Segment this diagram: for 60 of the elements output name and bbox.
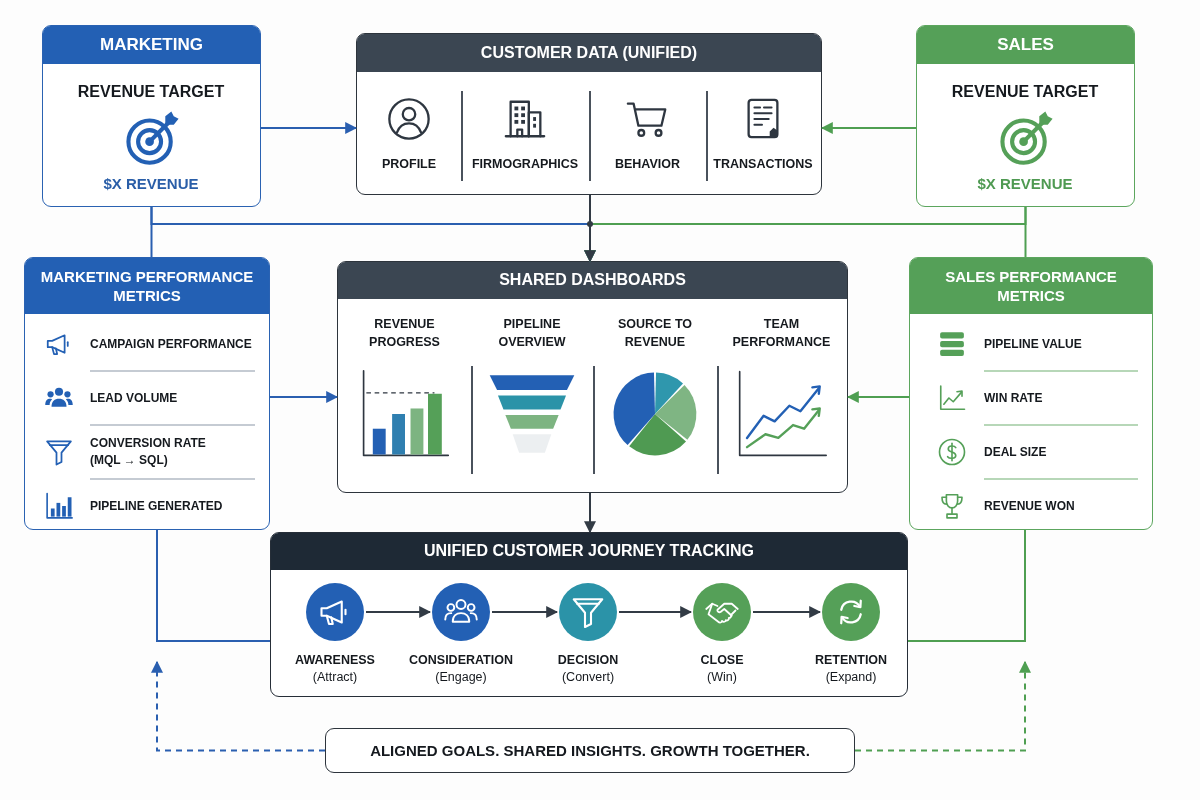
- target-card: [42, 25, 261, 207]
- metric-label: CONVERSION RATE (MQL → SQL): [90, 435, 207, 469]
- chart-title: REVENUE PROGRESS: [368, 316, 441, 351]
- chart-title: PIPELINE OVERVIEW: [497, 316, 567, 351]
- metrics-panel: [24, 257, 270, 530]
- dashed-arrow: [854, 660, 1031, 752]
- arrow: [820, 122, 917, 134]
- stage-label: DECISION: [557, 652, 619, 669]
- metric-label: DEAL SIZE: [984, 443, 1048, 461]
- arrow: [260, 122, 358, 134]
- connector-line: [156, 529, 271, 642]
- metrics-panel: [909, 257, 1153, 530]
- panel-header: CUSTOMER DATA (UNIFIED): [357, 34, 821, 72]
- connector-line: [907, 529, 1026, 642]
- chart-title: TEAM PERFORMANCE: [731, 316, 832, 351]
- data-label: BEHAVIOR: [614, 156, 681, 173]
- stage-note: (Win): [707, 669, 737, 686]
- data-label: PROFILE: [381, 156, 437, 173]
- metric-label: PIPELINE VALUE: [984, 335, 1083, 353]
- stage-note: (Attract): [312, 669, 358, 686]
- slogan-text: ALIGNED GOALS. SHARED INSIGHTS. GROWTH TOGETHER.: [370, 742, 810, 759]
- panel-header: MARKETING PERFORMANCE METRICS: [25, 258, 269, 314]
- stage-label: RETENTION: [814, 652, 888, 669]
- arrow: [846, 391, 910, 403]
- panel-header: UNIFIED CUSTOMER JOURNEY TRACKING: [271, 533, 907, 570]
- panel-header: MARKETING: [43, 26, 260, 64]
- arrow: [584, 194, 596, 263]
- panel-header: SALES: [917, 26, 1134, 64]
- arrow: [491, 606, 559, 618]
- target-value: $X REVENUE: [977, 175, 1073, 193]
- chart-title: SOURCE TO REVENUE: [616, 316, 694, 351]
- stage-note: (Expand): [825, 669, 877, 686]
- metric-label: REVENUE WON: [984, 497, 1076, 515]
- arrow: [618, 606, 693, 618]
- journey-panel: [270, 532, 908, 697]
- card-title: REVENUE TARGET: [77, 82, 225, 102]
- target-value: $X REVENUE: [103, 175, 199, 193]
- arrow: [269, 391, 339, 403]
- stage-label: CLOSE: [700, 652, 744, 669]
- arrow: [365, 606, 432, 618]
- metric-label: WIN RATE: [984, 389, 1044, 407]
- card-title: REVENUE TARGET: [951, 82, 1099, 102]
- dashboard-panel: [337, 261, 848, 493]
- metric-label: PIPELINE GENERATED: [90, 497, 224, 515]
- stage-label: CONSIDERATION: [409, 652, 513, 669]
- stage-note: (Engage): [435, 669, 487, 686]
- data-panel: [356, 33, 822, 195]
- arrow: [752, 606, 822, 618]
- target-card: [916, 25, 1135, 207]
- panel-header: SALES PERFORMANCE METRICS: [910, 258, 1152, 314]
- stage-label: AWARENESS: [295, 652, 375, 669]
- stage-note: (Convert): [561, 669, 615, 686]
- panel-header: SHARED DASHBOARDS: [338, 262, 847, 299]
- data-label: TRANSACTIONS: [713, 156, 813, 173]
- metric-label: LEAD VOLUME: [90, 389, 179, 407]
- metric-label: CAMPAIGN PERFORMANCE: [90, 335, 253, 353]
- slogan-box: [325, 728, 855, 773]
- dashed-arrow: [151, 660, 326, 752]
- arrow: [584, 492, 596, 534]
- data-label: FIRMOGRAPHICS: [471, 156, 579, 173]
